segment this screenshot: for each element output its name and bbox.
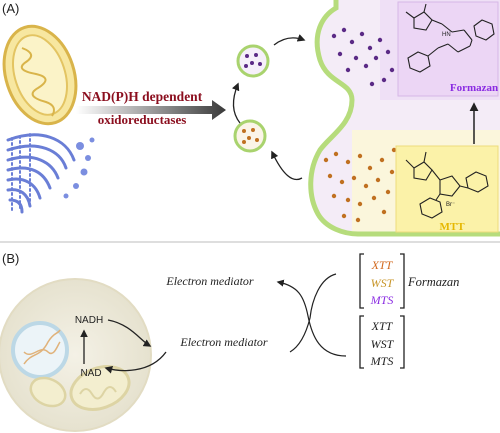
formazan-granules	[331, 27, 395, 87]
dna-icon	[23, 329, 61, 365]
arrow-nadh-to-mediator	[107, 319, 152, 347]
arrow-to-membrane-top	[273, 34, 306, 46]
arrow-cross-b	[276, 279, 347, 357]
cell-mitochondrion-icon	[29, 365, 131, 411]
mtt-structure-box: Br⁻ MTT	[395, 145, 499, 233]
endoplasmic-reticulum-icon	[6, 133, 76, 214]
panel-a-label: (A)	[2, 1, 19, 16]
mediator-bottom-label: Electron mediator	[179, 335, 268, 349]
arrow-vesicle-up	[232, 82, 241, 124]
mtt-box-label: MTT	[439, 221, 465, 233]
vesicle-formazan	[236, 44, 270, 78]
formazan-structure-box: HN Formazan	[397, 1, 499, 97]
nadh-label: NADH	[75, 315, 103, 326]
formazan-box-label: Formazan	[450, 82, 498, 94]
bottom-reagent-bracket: XTT WST MTS	[359, 315, 405, 369]
process-label-line2: oxidoreductases	[98, 112, 187, 127]
arrow-from-membrane-bottom	[271, 150, 303, 181]
mediator-top-label: Electron mediator	[165, 274, 254, 288]
bottom-reagent-wst: WST	[371, 337, 395, 351]
top-reagent-wst: WST	[371, 276, 395, 290]
bottom-reagent-xtt: XTT	[371, 319, 394, 333]
chem-hn-label: HN	[442, 32, 451, 38]
nad-label: NAD	[80, 368, 101, 379]
top-reagent-bracket: XTT WST MTS	[359, 253, 405, 309]
bottom-reagent-mts: MTS	[370, 354, 394, 368]
top-reagent-xtt: XTT	[371, 258, 394, 272]
arrow-cross-c	[268, 270, 344, 282]
chem-br-label: Br⁻	[446, 202, 455, 208]
arrow-cross-a	[289, 273, 337, 353]
vesicle-mtt	[233, 119, 267, 153]
formazan-label: Formazan	[407, 275, 459, 289]
mitochondrion-icon	[2, 24, 78, 126]
top-reagent-mts: MTS	[370, 293, 394, 307]
panel-b-label: (B)	[2, 251, 19, 266]
big-right-arrow-icon	[76, 100, 226, 120]
arrow-mediator-to-nad	[104, 351, 167, 374]
mtt-granules	[323, 147, 397, 223]
vesicle-dots-icon	[63, 137, 95, 199]
cell-icon	[0, 278, 152, 432]
process-label-line1: NAD(P)H dependent	[82, 89, 203, 104]
